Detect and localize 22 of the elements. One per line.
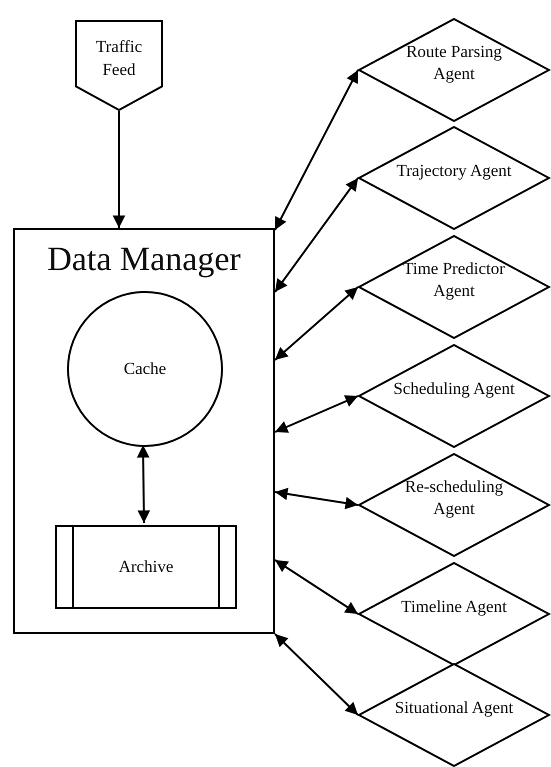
arrow xyxy=(112,111,126,228)
arrow xyxy=(274,559,359,615)
arrow xyxy=(274,633,359,716)
arrow xyxy=(274,395,358,433)
arrow xyxy=(274,70,359,230)
node-label: Time Predictor Agent xyxy=(402,258,506,302)
container-title: Data Manager xyxy=(46,240,242,280)
node-label: Traffic Feed xyxy=(94,36,144,80)
node-label: Archive xyxy=(118,556,174,578)
node-label: Situational Agent xyxy=(394,696,514,719)
node-label: Cache xyxy=(122,358,168,380)
node-label: Timeline Agent xyxy=(400,596,508,618)
node-label: Route Parsing Agent xyxy=(405,40,503,85)
container-box xyxy=(13,228,275,634)
arrow xyxy=(136,444,150,524)
arrow xyxy=(274,488,358,510)
arrow xyxy=(274,286,359,361)
arrow xyxy=(274,177,359,293)
node-label: Trajectory Agent xyxy=(395,160,513,182)
storage-box xyxy=(55,525,237,609)
node-label: Scheduling Agent xyxy=(392,378,516,400)
node-label: Re-scheduling Agent xyxy=(404,476,504,520)
